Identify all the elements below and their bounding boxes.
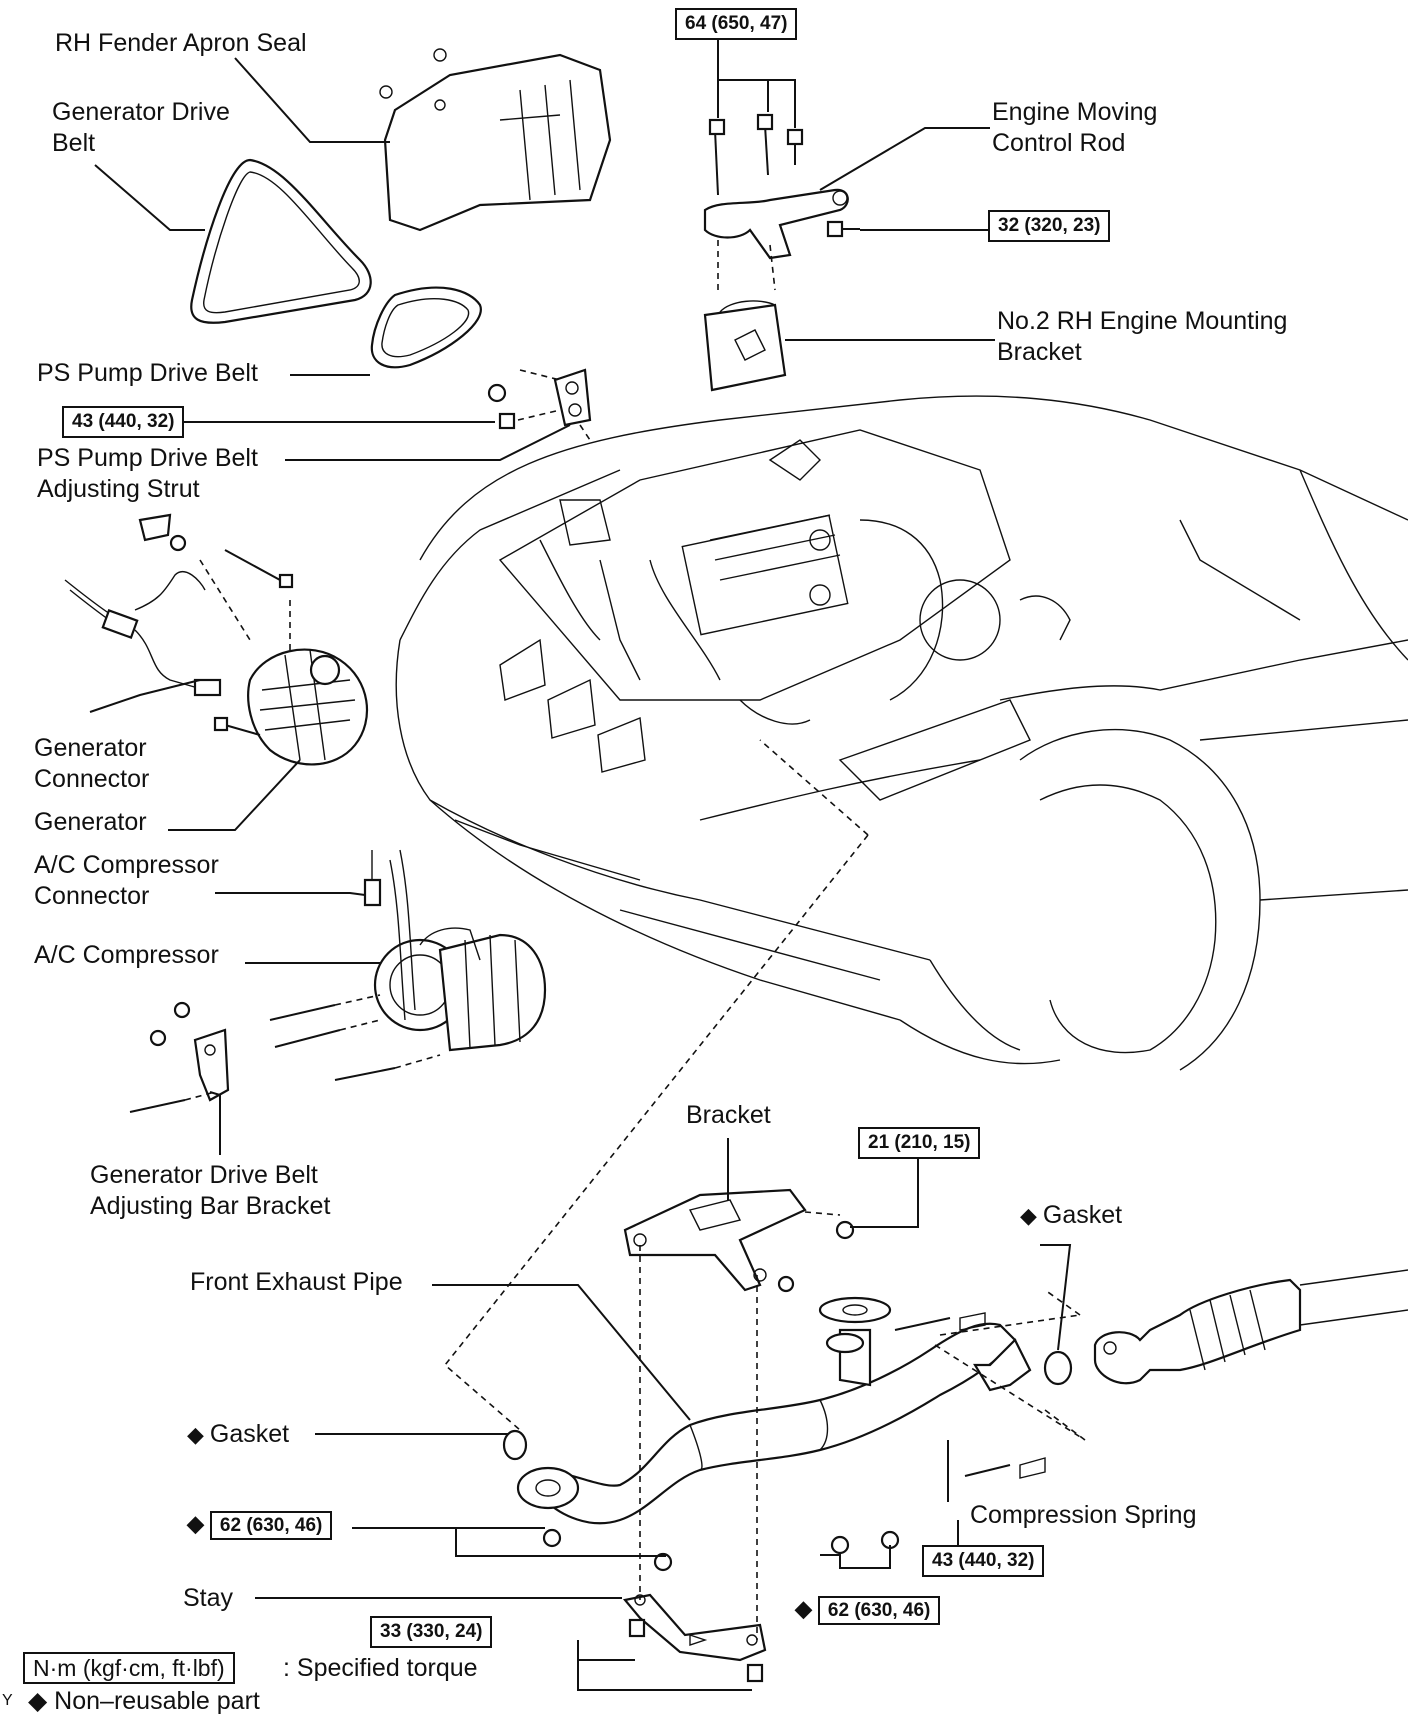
legend-non-reusable-part: ◆ Non–reusable part <box>28 1687 260 1715</box>
label-engine-moving-control-rod-line2: Control Rod <box>992 129 1126 157</box>
label-ps-pump-adjusting-strut-line2: Adjusting Strut <box>37 475 200 503</box>
torque-box-front-pipe-nuts-left: ◆62 (630, 46) <box>187 1510 340 1540</box>
torque-value-right: 62 (630, 46) <box>817 1596 941 1625</box>
torque-value-left: 62 (630, 46) <box>209 1511 333 1540</box>
label-ac-compressor: A/C Compressor <box>34 941 219 969</box>
engine-moving-control-rod-part <box>703 113 860 291</box>
no2-rh-engine-mounting-bracket-part <box>703 300 787 392</box>
non-reusable-mark: ◆ <box>795 1596 812 1621</box>
ps-pump-drive-belt-part <box>370 286 482 369</box>
label-generator-drive-belt-line2: Belt <box>52 129 96 157</box>
legend-edge-mark: Y <box>2 1692 13 1709</box>
label-gen-adjusting-bar-bracket-line2: Adjusting Bar Bracket <box>90 1192 331 1220</box>
legend-specified-torque: : Specified torque <box>283 1654 478 1682</box>
label-generator-connector-line2: Connector <box>34 765 150 793</box>
non-reusable-mark: ◆ <box>1020 1203 1037 1228</box>
label-ps-pump-drive-belt: PS Pump Drive Belt <box>37 359 258 387</box>
gasket-left-text: Gasket <box>209 1420 290 1448</box>
label-ac-compressor-connector-line2: Connector <box>34 882 150 910</box>
non-reusable-mark: ◆ <box>187 1422 204 1447</box>
label-generator: Generator <box>34 808 147 836</box>
torque-box-bracket-nut: 21 (210, 15) <box>858 1127 981 1159</box>
generator-part <box>64 513 369 766</box>
torque-box-compression-spring-bolt: 43 (440, 32) <box>922 1545 1045 1577</box>
label-bracket: Bracket <box>686 1101 771 1129</box>
gasket-right-text: Gasket <box>1042 1201 1123 1229</box>
label-ac-compressor-connector-line1: A/C Compressor <box>34 851 219 879</box>
torque-box-control-rod-side-bolt: 32 (320, 23) <box>988 210 1111 242</box>
torque-box-stay-bolts: 33 (330, 24) <box>370 1616 493 1648</box>
label-no2-rh-engine-mounting-bracket-line1: No.2 RH Engine Mounting <box>997 307 1288 335</box>
label-gasket-left: ◆Gasket <box>187 1419 289 1450</box>
alignment-dashes <box>443 739 869 1640</box>
ac-compressor-part <box>129 849 547 1113</box>
label-gasket-right: ◆Gasket <box>1020 1200 1122 1231</box>
label-rh-fender-apron-seal: RH Fender Apron Seal <box>55 29 307 57</box>
front-exhaust-pipe-part <box>502 1289 1086 1572</box>
stay-part <box>622 1593 767 1683</box>
label-compression-spring: Compression Spring <box>970 1501 1197 1529</box>
label-generator-drive-belt-line1: Generator Drive <box>52 98 230 126</box>
leader-lines <box>89 35 1072 1691</box>
legend-torque-unit-box: N·m (kgf·cm, ft·lbf) <box>23 1652 235 1684</box>
catalytic-converter-part <box>1093 1269 1408 1385</box>
label-gen-adjusting-bar-bracket-line1: Generator Drive Belt <box>90 1161 318 1189</box>
label-generator-connector-line1: Generator <box>34 734 147 762</box>
label-stay: Stay <box>183 1584 234 1612</box>
ps-pump-drive-belt-adjusting-strut-part <box>487 368 592 441</box>
torque-box-ps-strut: 43 (440, 32) <box>62 406 185 438</box>
non-reusable-mark: ◆ <box>187 1511 204 1536</box>
label-front-exhaust-pipe: Front Exhaust Pipe <box>190 1268 403 1296</box>
label-ps-pump-adjusting-strut-line1: PS Pump Drive Belt <box>37 444 258 472</box>
vehicle-body <box>395 395 1408 1071</box>
generator-drive-belt-part <box>190 158 372 324</box>
rh-fender-apron-seal-part <box>379 48 612 232</box>
label-engine-moving-control-rod-line1: Engine Moving <box>992 98 1158 126</box>
exhaust-bracket-part <box>623 1188 855 1293</box>
label-no2-rh-engine-mounting-bracket-line2: Bracket <box>997 338 1082 366</box>
torque-box-front-pipe-nuts-right: ◆62 (630, 46) <box>795 1595 948 1625</box>
torque-box-control-rod-bolts: 64 (650, 47) <box>675 8 798 40</box>
